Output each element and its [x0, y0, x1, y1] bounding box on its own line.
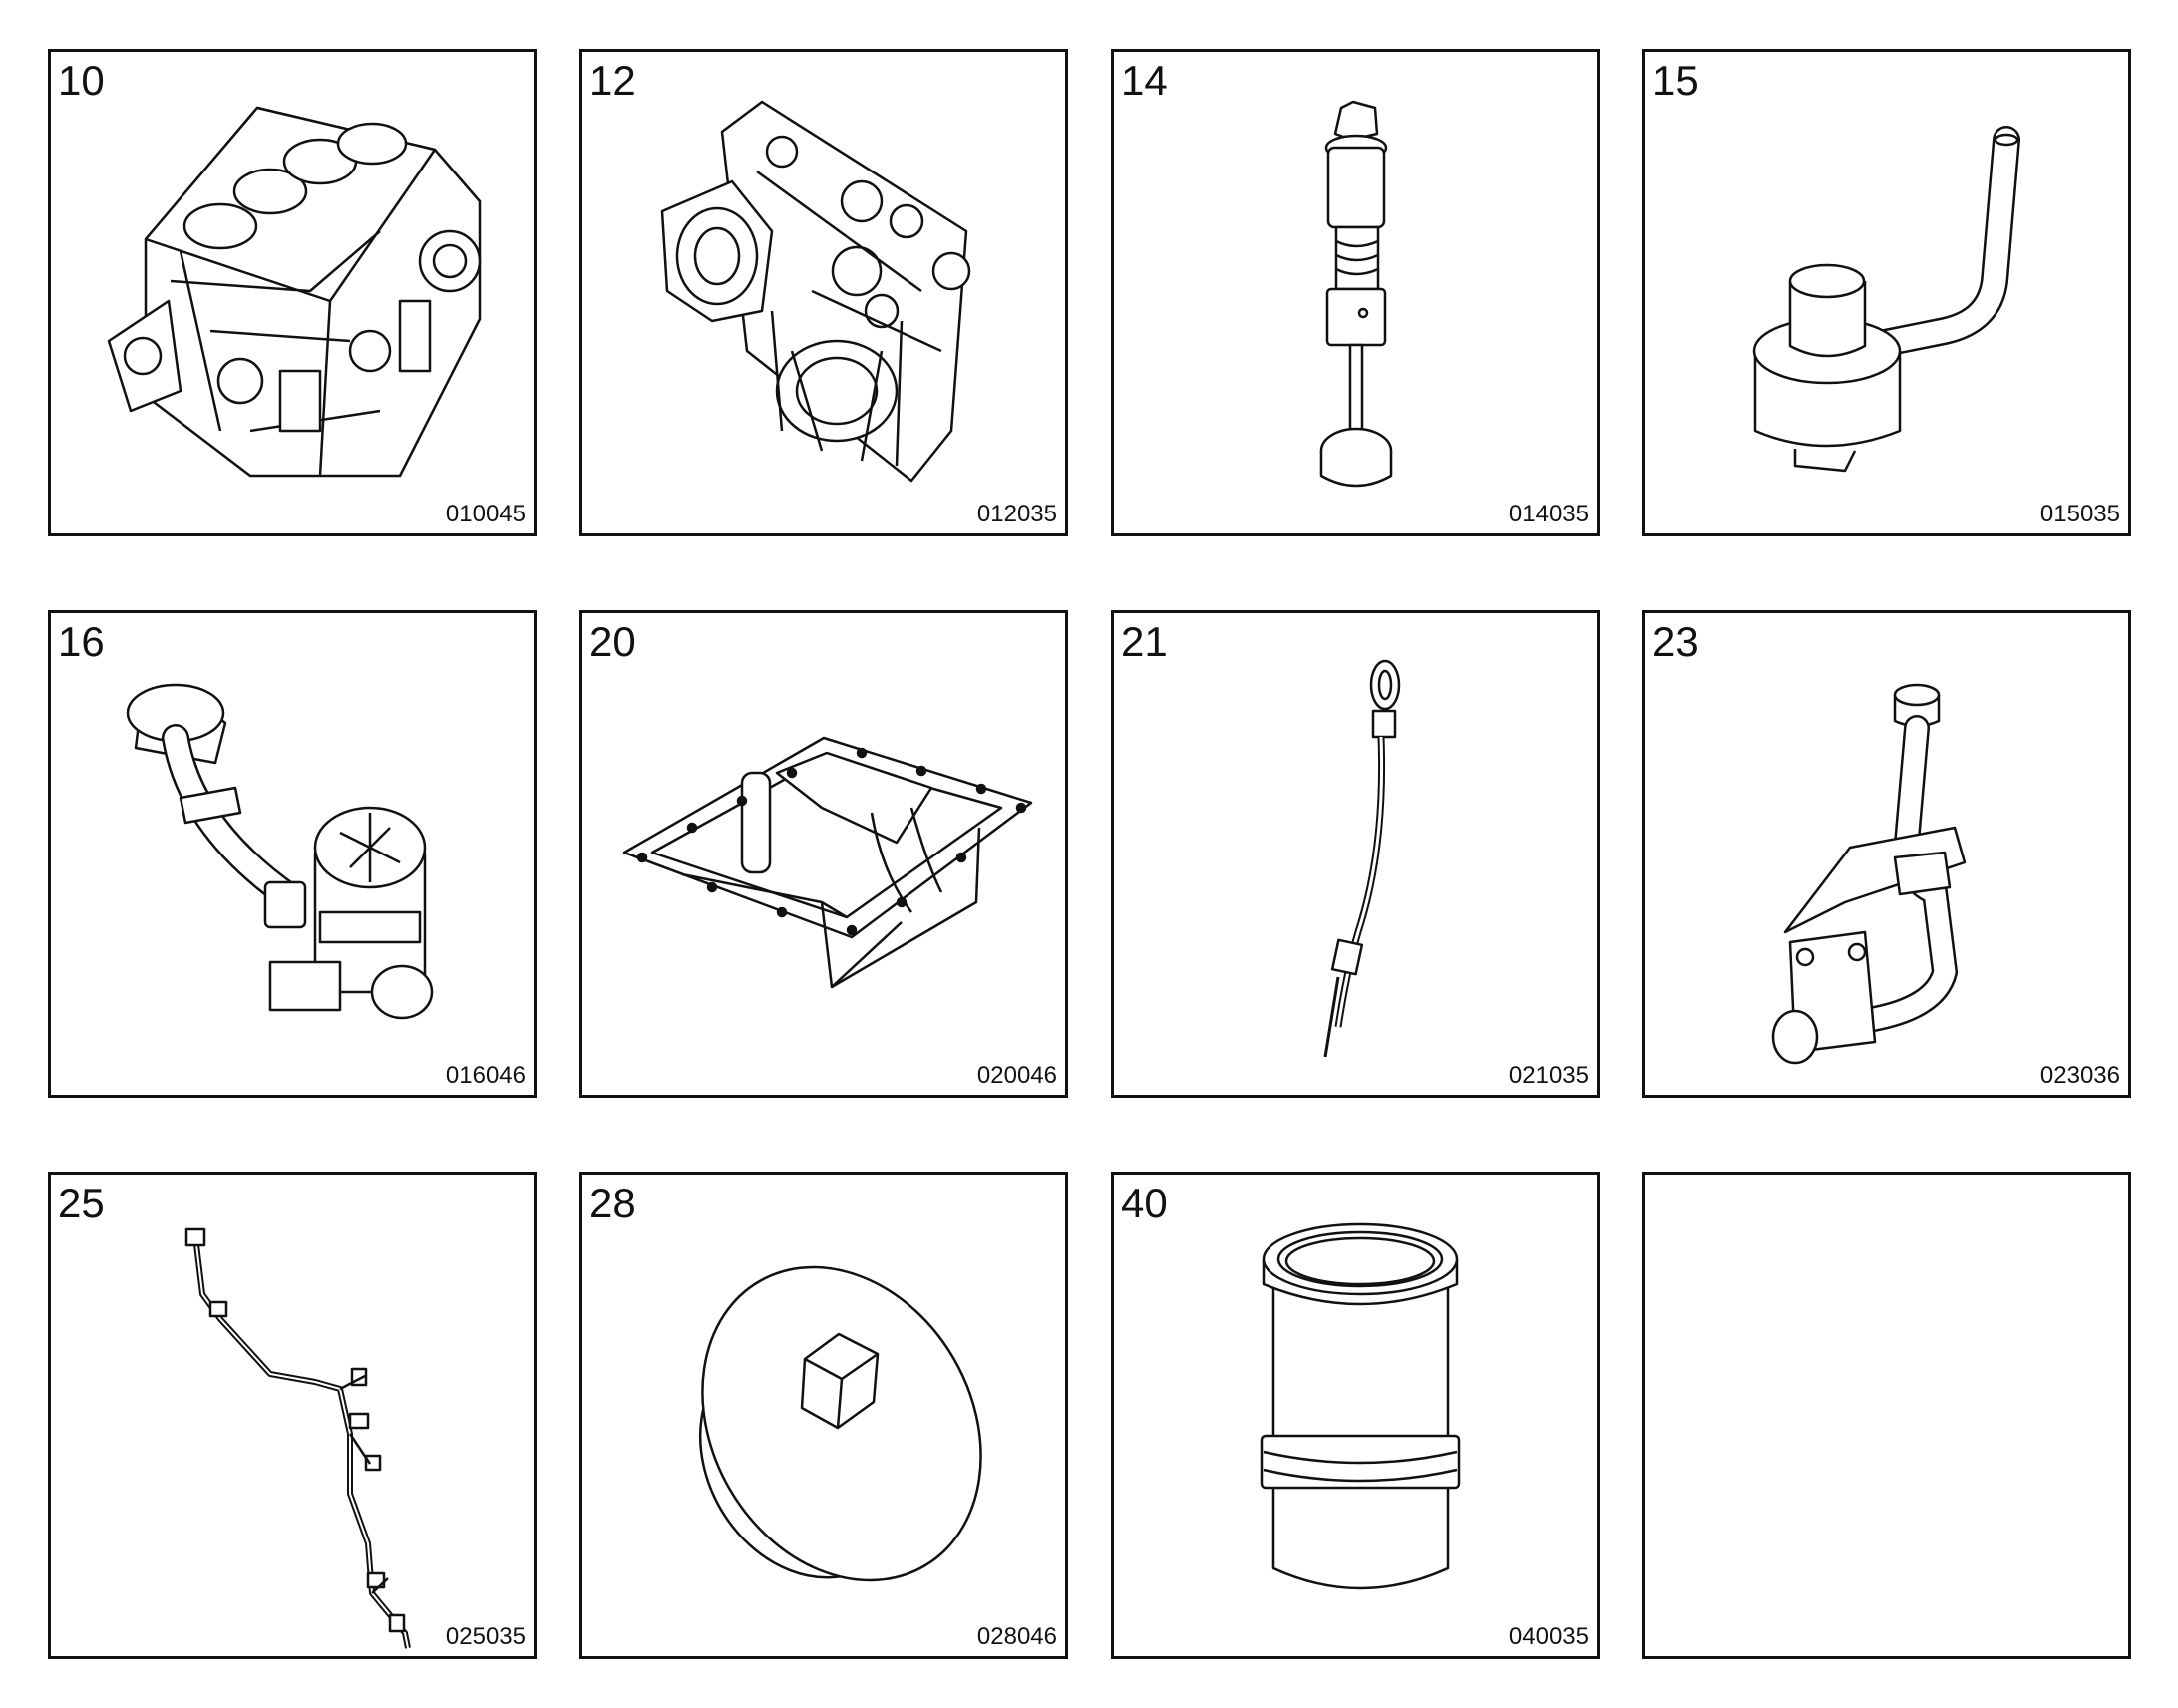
part-number: 28: [589, 1180, 636, 1226]
part-number: 20: [589, 618, 636, 665]
part-cell-28[interactable]: 28 028046: [579, 1172, 1068, 1659]
figure-code: 028046: [976, 1623, 1057, 1650]
part-cell-12[interactable]: 12 012035: [579, 49, 1068, 536]
wiring-harness-icon: [51, 1175, 534, 1656]
part-cell-14[interactable]: 14 014035: [1111, 49, 1600, 536]
part-number: 16: [58, 618, 105, 665]
part-cell-21[interactable]: 21 021035: [1111, 610, 1600, 1098]
part-cell-20[interactable]: 20 020046: [579, 610, 1068, 1098]
figure-code: 025035: [445, 1623, 526, 1650]
figure-code: 016046: [445, 1062, 526, 1089]
oil-pan-icon: [582, 613, 1065, 1095]
part-cell-16[interactable]: 16 016046: [48, 610, 537, 1098]
figure-code: 020046: [976, 1062, 1057, 1089]
engine-block-icon: [51, 52, 534, 533]
figure-code: 010045: [445, 501, 526, 527]
part-cell-23[interactable]: 23 023036: [1642, 610, 2131, 1098]
part-cell-10[interactable]: 10 010045: [48, 49, 537, 536]
part-number: 25: [58, 1180, 105, 1226]
part-number: 10: [58, 57, 105, 104]
figure-code: 012035: [976, 501, 1057, 527]
part-cell-15[interactable]: 15 015035: [1642, 49, 2131, 536]
bent-pipe-fitting-icon: [1645, 52, 2128, 533]
oil-pump-pickup-icon: [51, 613, 534, 1095]
part-number: 40: [1121, 1180, 1168, 1226]
part-number: 15: [1652, 57, 1699, 104]
figure-code: 021035: [1508, 1062, 1589, 1089]
part-number: 23: [1652, 618, 1699, 665]
timing-cover-icon: [582, 52, 1065, 533]
part-cell-empty: [1642, 1172, 2131, 1659]
part-cell-25[interactable]: 25 025035: [48, 1172, 537, 1659]
part-cell-40[interactable]: 40 040035: [1111, 1172, 1600, 1659]
hex-plug-icon: [582, 1175, 1065, 1656]
figure-code: 040035: [1508, 1623, 1589, 1650]
part-number: 14: [1121, 57, 1168, 104]
part-number: 21: [1121, 618, 1168, 665]
dipstick-icon: [1114, 613, 1597, 1095]
figure-code: 015035: [2039, 501, 2120, 527]
valve-assembly-icon: [1114, 52, 1597, 533]
figure-code: 023036: [2039, 1062, 2120, 1089]
oil-filler-tube-icon: [1645, 613, 2128, 1095]
part-number: 12: [589, 57, 636, 104]
cylinder-liner-icon: [1114, 1175, 1597, 1656]
figure-code: 014035: [1508, 501, 1589, 527]
